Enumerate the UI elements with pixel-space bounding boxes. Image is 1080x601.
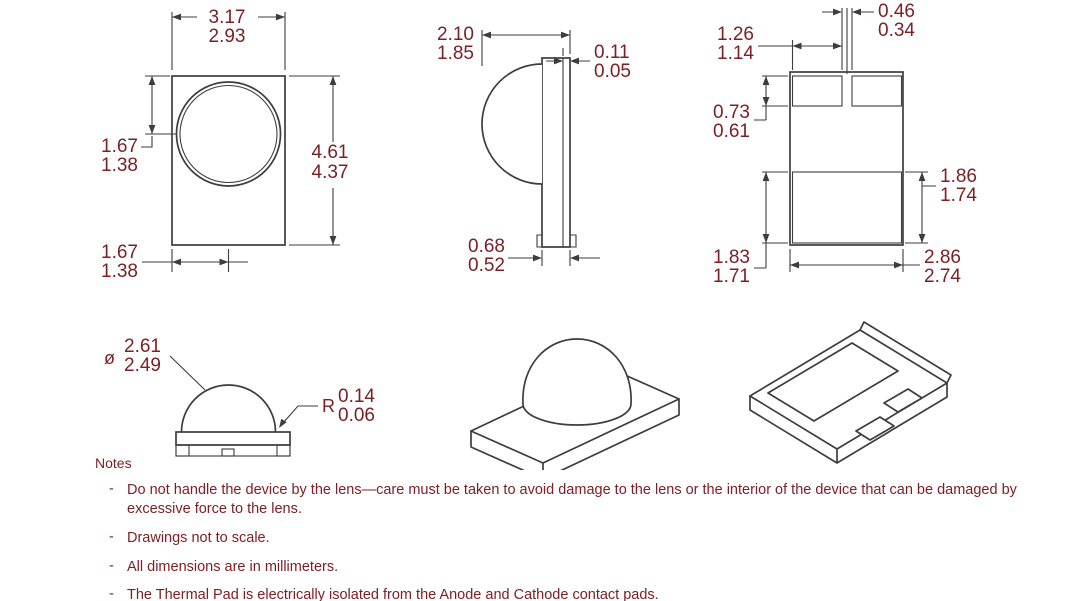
base-pad-left: [175, 444, 190, 457]
dim-lens-lip: 0.11 0.05: [546, 42, 631, 82]
dim-substrate-thickness-min: 0.52: [468, 255, 505, 276]
dim-substrate-thickness-max: 0.68: [468, 236, 505, 257]
iso-cathode-pad: [883, 388, 923, 413]
dim-lens-radius-min: 0.06: [338, 405, 375, 426]
iso-bottom-rim: [859, 321, 952, 384]
dim-lens-center-x-max: 1.67: [101, 242, 138, 263]
note-text-thermal: The Thermal Pad is electrically isolated…: [127, 587, 659, 601]
dim-package-height-min: 4.37: [312, 162, 349, 183]
dim-pad-height-min: 0.61: [713, 121, 750, 142]
iso-dome: [522, 338, 632, 426]
dim-lens-diameter: ø 2.61 2.49: [104, 336, 206, 391]
dim-lens-center-y-min: 1.38: [101, 155, 138, 176]
note-item: - The Thermal Pad is electrically isolat…: [95, 586, 1073, 601]
dim-pad-width: 1.26 1.14: [717, 24, 842, 70]
dim-pad-width-max: 1.26: [717, 24, 754, 45]
side-view-drawing: 2.10 1.85 0.11 0.05 0.68 0.52: [437, 24, 631, 276]
iso-anode-pad: [855, 416, 895, 441]
radius-symbol: R: [322, 396, 335, 416]
iso-bottom-sides: [749, 382, 948, 464]
dim-overall-width-max: 2.86: [924, 247, 961, 268]
dim-pad-gap-max: 0.46: [878, 1, 915, 22]
dim-overall-width-min: 2.74: [924, 266, 961, 287]
dim-lens-lip-min: 0.05: [594, 61, 631, 82]
note-item: - Do not handle the device by the lens—c…: [95, 481, 1073, 519]
bottom-pad-view-drawing: 0.46 0.34 1.26 1.14 0.73 0.61 1.86 1.74: [713, 1, 977, 287]
lens-dome-profile: [481, 63, 543, 185]
substrate-foot: [536, 234, 577, 248]
package-bottom-outline: [789, 71, 904, 246]
dim-overall-height-max: 2.10: [437, 24, 474, 45]
thermal-pad: [791, 171, 903, 244]
dim-pad-height-max: 0.73: [713, 102, 750, 123]
dim-overall-height-min: 1.85: [437, 43, 474, 64]
dim-lens-diameter-min: 2.49: [124, 355, 161, 376]
dim-package-height-max: 4.61: [312, 142, 349, 163]
note-item: - All dimensions are in millimeters.: [95, 558, 1073, 577]
dim-package-width-min: 2.93: [209, 26, 246, 47]
dim-lens-center-x: 1.67 1.38: [101, 242, 248, 282]
diameter-symbol: ø: [104, 348, 115, 368]
dim-pad-height: 0.73 0.61: [713, 75, 788, 142]
dim-overall-height: 2.10 1.85: [437, 24, 571, 66]
note-text-scale: Drawings not to scale.: [127, 529, 270, 546]
dim-package-width-max: 3.17: [209, 7, 246, 28]
iso-thermal-pad: [767, 342, 899, 422]
cathode-pad: [851, 75, 903, 107]
notes-section: Notes - Do not handle the device by the …: [95, 455, 1073, 601]
dim-thermal-pad-height-left-max: 1.83: [713, 247, 750, 268]
dim-lens-center-y-max: 1.67: [101, 136, 138, 157]
note-text-units: All dimensions are in millimeters.: [127, 558, 339, 575]
dim-package-height: 4.61 4.37: [289, 75, 349, 246]
note-bullet: -: [109, 528, 114, 545]
dim-pad-gap: 0.46 0.34: [822, 1, 915, 70]
anode-pad: [791, 75, 843, 107]
iso-top-sides: [470, 398, 680, 470]
dim-lens-lip-max: 0.11: [594, 42, 630, 63]
dim-thermal-pad-height: 1.86 1.74: [905, 166, 977, 244]
note-bullet: -: [109, 557, 114, 574]
lens-dome-front: [180, 384, 277, 433]
note-item: - Drawings not to scale.: [95, 529, 1073, 548]
dim-substrate-thickness: 0.68 0.52: [468, 236, 600, 276]
base-pad-right: [276, 444, 291, 457]
dim-lens-diameter-max: 2.61: [124, 336, 161, 357]
lens-outer-circle: [175, 81, 282, 187]
lens-plate: [175, 431, 291, 446]
isometric-bottom-drawing: [749, 321, 952, 464]
note-bullet: -: [109, 586, 114, 601]
note-bullet: -: [109, 481, 114, 497]
dim-pad-width-min: 1.14: [717, 43, 754, 64]
mechanical-drawing: 3.17 2.93 1.67 1.38 4.61 4.37 1.67 1.38: [101, 1, 977, 470]
dim-thermal-pad-height-max: 1.86: [940, 166, 977, 187]
isometric-top-drawing: [470, 338, 680, 470]
dim-thermal-pad-height-left: 1.83 1.71: [713, 171, 788, 287]
dim-thermal-pad-height-left-min: 1.71: [713, 266, 750, 287]
notes-title: Notes: [95, 455, 132, 471]
top-view-drawing: 3.17 2.93 1.67 1.38 4.61 4.37 1.67 1.38: [101, 7, 348, 282]
base-center-tab: [221, 448, 235, 457]
dim-lens-edge-radius: R 0.14 0.06: [279, 386, 375, 428]
dim-lens-radius-max: 0.14: [338, 386, 375, 407]
lens-inner-circle: [179, 84, 278, 184]
dim-lens-center-y: 1.67 1.38: [101, 75, 176, 176]
lens-profile-drawing: ø 2.61 2.49 R 0.14 0.06: [104, 336, 375, 457]
dim-thermal-pad-height-min: 1.74: [940, 185, 977, 206]
dim-package-width: 3.17 2.93: [171, 7, 286, 70]
dim-pad-gap-min: 0.34: [878, 20, 915, 41]
note-text-handling: Do not handle the device by the lens—car…: [127, 482, 1017, 517]
dim-lens-center-x-min: 1.38: [101, 261, 138, 282]
dim-overall-width-bottom: 2.86 2.74: [789, 247, 961, 287]
substrate-outline: [541, 57, 571, 248]
